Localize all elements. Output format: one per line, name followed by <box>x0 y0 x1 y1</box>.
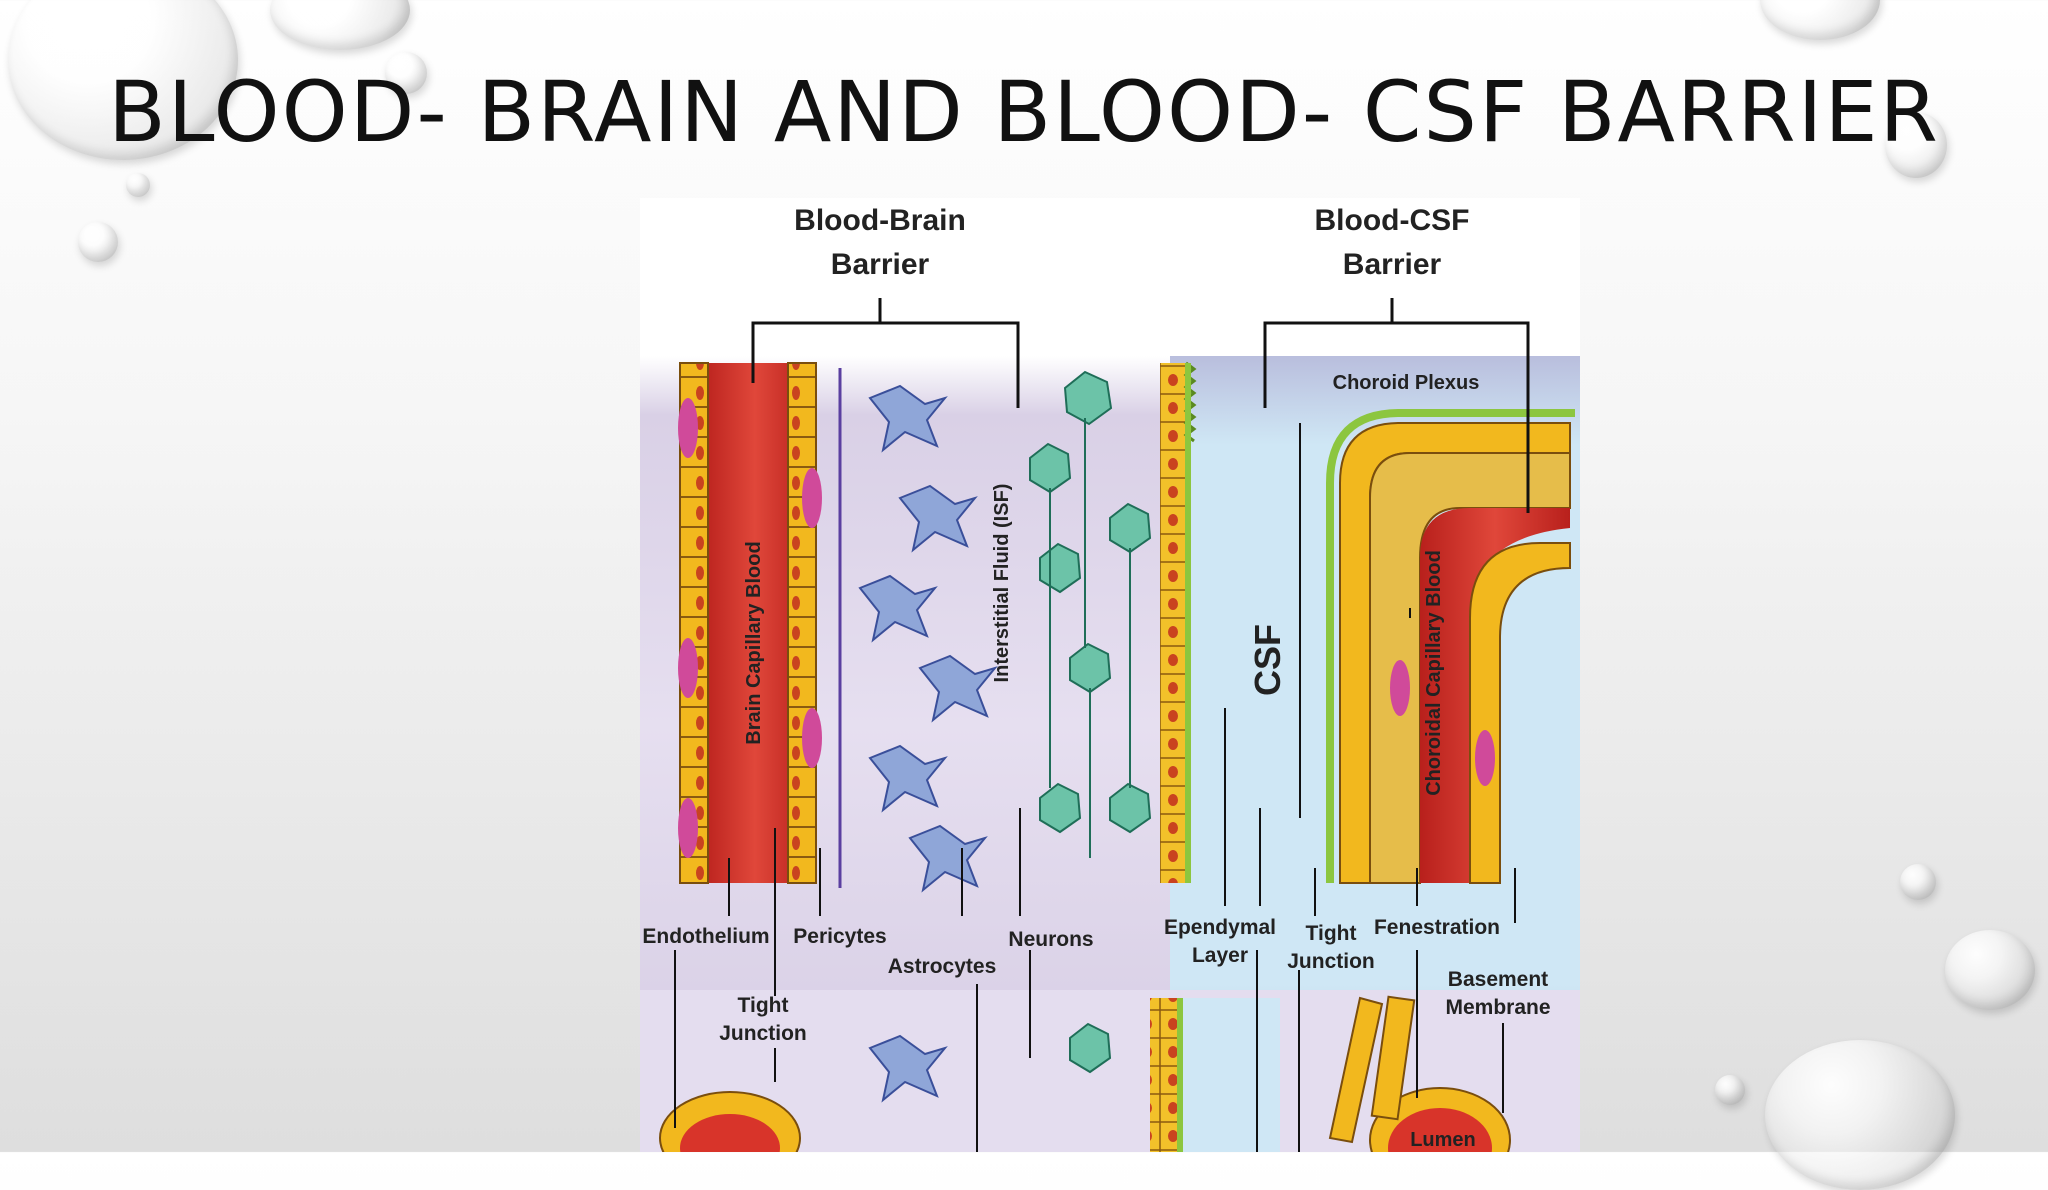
endothelium-label: Endothelium <box>642 925 769 948</box>
tight-junction-right-line2: Junction <box>1287 950 1375 973</box>
water-drop-decoration <box>1760 0 1880 40</box>
barrier-diagram: Blood-Brain Barrier Blood-CSF Barrier Ch… <box>640 198 1580 1152</box>
water-drop-decoration <box>78 222 118 262</box>
water-drop-decoration <box>270 0 410 50</box>
basement-membrane-line1: Basement <box>1448 968 1548 991</box>
astrocytes-label: Astrocytes <box>888 955 997 978</box>
water-drop-decoration <box>1900 864 1936 900</box>
ependymal-label-line2: Layer <box>1192 944 1248 967</box>
neurons-label: Neurons <box>1008 928 1093 951</box>
slide-title: BLOOD- BRAIN AND BLOOD- CSF BARRIER <box>108 63 1940 161</box>
basement-membrane-line2: Membrane <box>1445 996 1550 1019</box>
water-drop-decoration <box>8 0 238 160</box>
tight-junction-left-line2: Junction <box>719 1022 807 1045</box>
bcsf-header-line1: Blood-CSF <box>1315 204 1470 237</box>
brain-capillary-blood-label: Brain Capillary Blood <box>743 541 765 744</box>
water-drop-decoration <box>1945 930 2035 1010</box>
water-drop-decoration <box>385 52 427 94</box>
tight-junction-right-line1: Tight <box>1306 922 1357 945</box>
bbb-header-line1: Blood-Brain <box>794 204 966 237</box>
bcsf-header-line2: Barrier <box>1343 248 1442 281</box>
interstitial-fluid-label: Interstitial Fluid (ISF) <box>991 484 1013 683</box>
choroidal-capillary-blood-label: Choroidal Capillary Blood <box>1423 550 1445 796</box>
tight-junction-left-line1: Tight <box>738 994 789 1017</box>
ependymal-label-line1: Ependymal <box>1164 916 1276 939</box>
lumen-label: Lumen <box>1410 1129 1476 1151</box>
csf-label: CSF <box>1247 624 1288 696</box>
water-drop-decoration <box>1885 112 1947 178</box>
choroid-plexus-label: Choroid Plexus <box>1333 372 1480 394</box>
water-drop-decoration <box>1765 1040 1955 1190</box>
pericytes-label: Pericytes <box>793 925 886 948</box>
bbb-header-line2: Barrier <box>831 248 930 281</box>
fenestration-label: Fenestration <box>1374 916 1500 939</box>
water-drop-decoration <box>126 173 150 197</box>
water-drop-decoration <box>1715 1075 1745 1105</box>
